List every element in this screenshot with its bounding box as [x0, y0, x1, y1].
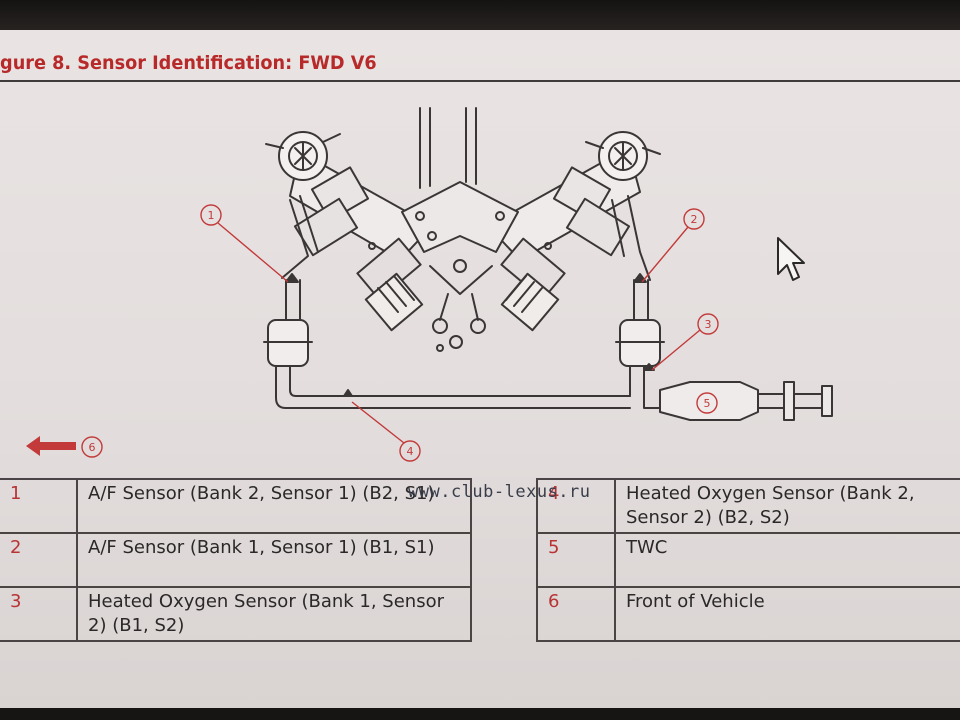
table-row: 2 A/F Sensor (Bank 1, Sensor 1) (B1, S1): [0, 532, 472, 588]
table-row: 6 Front of Vehicle: [536, 586, 960, 642]
legend-desc: TWC: [614, 532, 960, 588]
callout-6-label: 6: [89, 441, 96, 454]
legend-desc: Heated Oxygen Sensor (Bank 1, Sensor 2) …: [76, 586, 472, 642]
callout-6-circle: [81, 436, 103, 458]
monitor-bezel-top: [0, 0, 960, 30]
legend-num: 6: [536, 586, 616, 642]
title-rule: [0, 80, 960, 82]
table-row: 1 A/F Sensor (Bank 2, Sensor 1) (B2, S1): [0, 478, 472, 534]
callout-2-label: 2: [691, 213, 698, 226]
arrow-pointer-icon: [777, 237, 805, 281]
callout-1-label: 1: [208, 209, 215, 222]
legend-num: 4: [536, 478, 616, 534]
callout-1-circle: [200, 204, 222, 226]
watermark: www.club-lexus.ru: [408, 482, 591, 502]
callout-4-circle: [399, 440, 421, 462]
monitor-bezel-bottom: [0, 708, 960, 720]
legend-table-left: 1 A/F Sensor (Bank 2, Sensor 1) (B2, S1)…: [0, 478, 472, 642]
callout-5-label: 5: [704, 397, 711, 410]
legend-desc: A/F Sensor (Bank 2, Sensor 1) (B2, S1): [76, 478, 472, 534]
legend-num: 1: [0, 478, 78, 534]
legend-table-right: 4 Heated Oxygen Sensor (Bank 2, Sensor 2…: [536, 478, 960, 642]
callout-2-circle: [683, 208, 705, 230]
document-screen: igure 8. Sensor Identification: FWD V6: [0, 30, 960, 710]
engine-sensor-diagram: 1 2 3 4 5 6: [26, 107, 833, 462]
callout-3-label: 3: [705, 318, 712, 331]
callout-5-circle: [696, 392, 718, 414]
legend-desc: Front of Vehicle: [614, 586, 960, 642]
figure-title: igure 8. Sensor Identification: FWD V6: [0, 52, 377, 74]
legend-num: 5: [536, 532, 616, 588]
table-row: 3 Heated Oxygen Sensor (Bank 1, Sensor 2…: [0, 586, 472, 642]
table-row: 5 TWC: [536, 532, 960, 588]
front-arrow-icon: [26, 436, 76, 456]
legend-desc: Heated Oxygen Sensor (Bank 2, Sensor 2) …: [614, 478, 960, 534]
legend-desc: A/F Sensor (Bank 1, Sensor 1) (B1, S1): [76, 532, 472, 588]
callout-3-circle: [697, 313, 719, 335]
table-row: 4 Heated Oxygen Sensor (Bank 2, Sensor 2…: [536, 478, 960, 534]
legend-num: 2: [0, 532, 78, 588]
callout-4-label: 4: [407, 445, 414, 458]
legend-num: 3: [0, 586, 78, 642]
